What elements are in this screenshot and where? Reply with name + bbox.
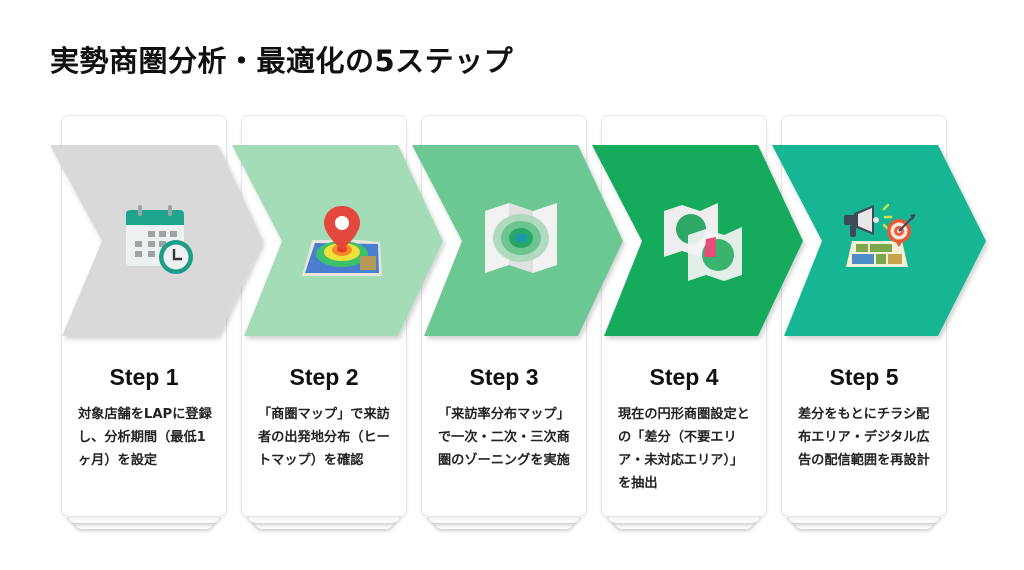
step-card-3: Step 3 「来訪率分布マップ」で一次・二次・三次商圏のゾーニングを実施 [422, 116, 586, 529]
step-label: Step 2 [289, 364, 359, 390]
step-label: Step 4 [649, 364, 719, 390]
step-description: 「来訪率分布マップ」で一次・二次・三次商圏のゾーニングを実施 [438, 407, 570, 468]
step-card-1: Step 1 対象店舗をLAPに登録し、分析期間（最低1ヶ月）を設定 [62, 116, 226, 529]
page-title: 実勢商圏分析・最適化の5ステップ [50, 44, 514, 78]
step-description: 対象店舗をLAPに登録し、分析期間（最低1ヶ月）を設定 [78, 407, 212, 468]
step-card-4: Step 4 現在の円形商圏設定との「差分（不要エリア・未対応エリア）」を抽出 [602, 116, 766, 529]
step-card-5: Step 5 差分をもとにチラシ配布エリア・デジタル広告の配信範囲を再設計 [782, 116, 946, 529]
step-label: Step 5 [829, 364, 899, 390]
step-description: 「商圏マップ」で来訪者の出発地分布（ヒートマップ）を確認 [258, 407, 390, 468]
step-label: Step 3 [469, 364, 539, 390]
step-label: Step 1 [109, 364, 179, 390]
step-description: 現在の円形商圏設定との「差分（不要エリア・未対応エリア）」を抽出 [618, 407, 750, 491]
step-card-2: Step 2 「商圏マップ」で来訪者の出発地分布（ヒートマップ）を確認 [242, 116, 406, 529]
step-description: 差分をもとにチラシ配布エリア・デジタル広告の配信範囲を再設計 [798, 407, 930, 468]
